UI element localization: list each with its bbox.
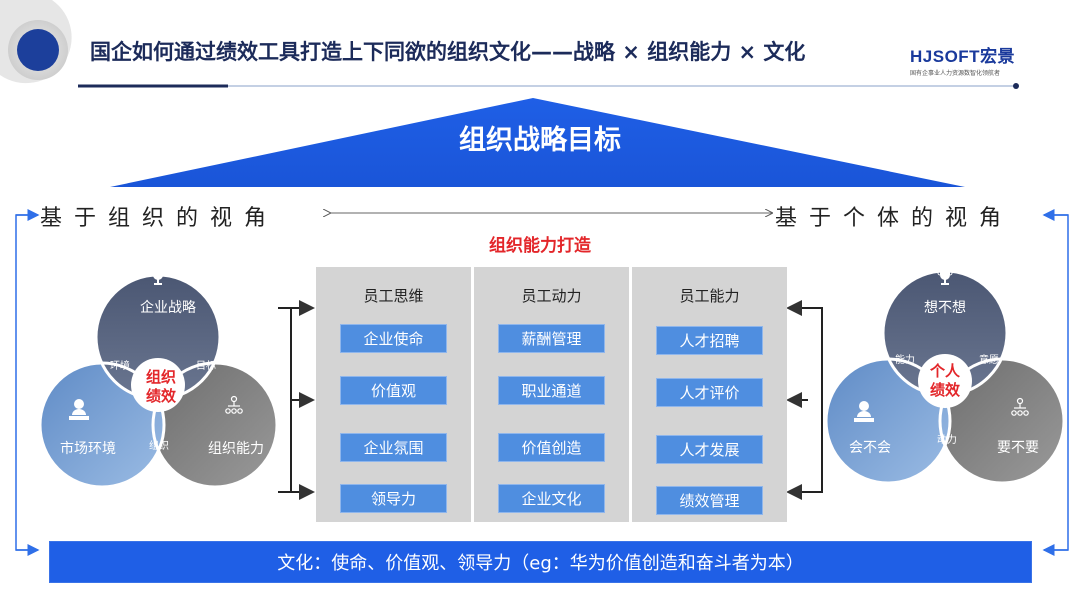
column-header: 员工动力 xyxy=(521,287,582,305)
column-item: 企业使命 xyxy=(340,324,447,353)
roof-triangle xyxy=(110,98,965,187)
culture-bar: 文化：使命、价值观、领导力（eg：华为价值创造和奋斗者为本） xyxy=(49,541,1032,583)
column-item: 职业通道 xyxy=(498,376,605,405)
logo-wordmark: HJSOFT xyxy=(910,47,981,66)
venn-right-center-line2: 绩效 xyxy=(929,381,960,399)
logo-tagline: 国有企事业人力资源数智化领航者 xyxy=(910,70,1001,77)
venn-center xyxy=(918,354,972,408)
venn-center xyxy=(131,358,185,412)
person-pin-icon xyxy=(854,401,874,422)
page-title: 国企如何通过绩效工具打造上下同欲的组织文化——战略 × 组织能力 × 文化 xyxy=(90,40,806,64)
column-item: 薪酬管理 xyxy=(498,324,605,353)
trophy-icon xyxy=(937,270,953,285)
company-logo: HJSOFT宏景 国有企事业人力资源数智化领航者 xyxy=(910,42,1030,77)
venn-left-center-line1: 组织 xyxy=(145,368,176,386)
column-item: 人才招聘 xyxy=(656,326,763,355)
column-header: 员工能力 xyxy=(679,287,740,305)
venn-right-right-label: 要不要 xyxy=(997,440,1039,456)
column-item: 企业文化 xyxy=(498,484,605,513)
venn-right-overlap-bottom: 动力 xyxy=(937,435,957,446)
column-item: 人才评价 xyxy=(656,378,763,407)
venn-right-center-label: 个人 绩效 xyxy=(917,362,973,400)
venn-left-center-line2: 绩效 xyxy=(145,387,176,405)
column-mindset: 员工思维 企业使命 价值观 企业氛围 领导力 xyxy=(316,267,471,522)
logo-wordmark-cn: 宏景 xyxy=(980,47,1016,66)
venn-left xyxy=(38,270,279,489)
roof-label: 组织战略目标 xyxy=(459,125,621,156)
org-chart-icon xyxy=(1011,397,1029,416)
column-motivation: 员工动力 薪酬管理 职业通道 价值创造 企业文化 xyxy=(474,267,629,522)
venn-left-overlap-tl: 环境 xyxy=(110,361,130,372)
venn-left-left-label: 市场环境 xyxy=(60,441,116,457)
column-item: 价值观 xyxy=(340,376,447,405)
venn-right-left-label: 会不会 xyxy=(849,440,891,456)
capability-title: 组织能力打造 xyxy=(489,236,591,256)
venn-left-overlap-bottom: 组织 xyxy=(149,441,169,452)
header-divider xyxy=(78,83,1019,89)
column-item: 企业氛围 xyxy=(340,433,447,462)
column-item: 领导力 xyxy=(340,484,447,513)
column-item: 价值创造 xyxy=(498,433,605,462)
trophy-icon xyxy=(150,270,166,285)
venn-right-overlap-tl: 能力 xyxy=(895,355,915,366)
venn-right xyxy=(824,269,1066,485)
column-ability: 员工能力 人才招聘 人才评价 人才发展 绩效管理 xyxy=(632,267,787,522)
venn-left-right-label: 组织能力 xyxy=(208,441,264,457)
badge-decoration xyxy=(0,0,72,84)
org-chart-icon xyxy=(225,395,243,414)
venn-left-top-label: 企业战略 xyxy=(140,300,196,316)
venn-right-overlap-tr: 意愿 xyxy=(979,355,999,366)
column-header: 员工思维 xyxy=(363,287,424,305)
person-pin-icon xyxy=(69,399,89,420)
venn-left-center-label: 组织 绩效 xyxy=(133,368,189,406)
venn-left-overlap-tr: 目标 xyxy=(196,361,216,372)
column-item: 绩效管理 xyxy=(656,486,763,515)
venn-right-center-line1: 个人 xyxy=(929,362,960,380)
venn-right-top-label: 想不想 xyxy=(924,300,966,316)
column-item: 人才发展 xyxy=(656,435,763,464)
left-perspective-label: 基于组织的视角 xyxy=(40,206,279,231)
right-perspective-label: 基于个体的视角 xyxy=(775,206,1014,231)
right-bracket xyxy=(808,307,823,493)
